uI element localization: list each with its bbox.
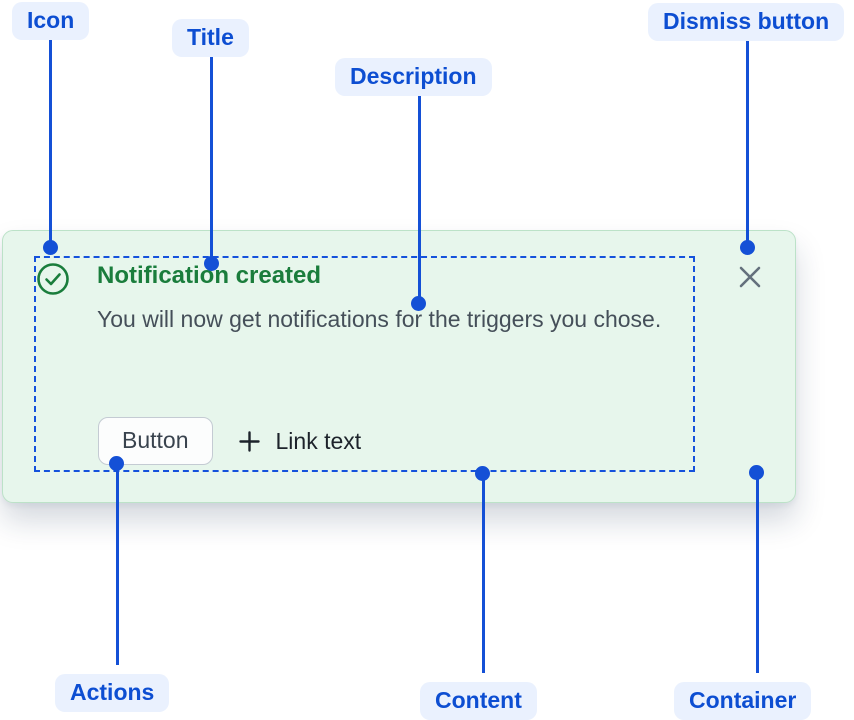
connector-dot-actions	[109, 456, 124, 471]
annotation-label-title: Title	[172, 19, 249, 57]
flag-actions: Button Link text	[98, 417, 361, 465]
connector-dot-content	[475, 466, 490, 481]
annotation-label-dismiss-button: Dismiss button	[648, 3, 845, 41]
connector-line-actions	[116, 463, 119, 665]
flag-content-outline	[34, 256, 695, 472]
connector-line-content	[482, 473, 485, 673]
annotation-label-content: Content	[420, 682, 537, 720]
flag-link-label: Link text	[275, 427, 362, 454]
success-check-icon	[36, 262, 70, 296]
close-icon	[738, 265, 762, 292]
connector-line-title	[210, 56, 213, 263]
flag-dismiss-button[interactable]	[736, 264, 764, 292]
connector-dot-dismiss	[740, 240, 755, 255]
annotation-label-icon: Icon	[12, 2, 90, 40]
connector-line-description	[418, 96, 421, 303]
plus-icon	[237, 429, 262, 454]
annotation-label-container: Container	[674, 682, 812, 720]
connector-dot-container	[749, 465, 764, 480]
flag-action-link[interactable]: Link text	[237, 427, 362, 454]
connector-line-container	[756, 472, 759, 673]
connector-line-dismiss	[746, 41, 749, 247]
connector-dot-icon	[43, 240, 58, 255]
flag-description: You will now get notifications for the t…	[97, 306, 662, 332]
connector-dot-description	[411, 296, 426, 311]
annotation-label-actions: Actions	[55, 674, 170, 712]
flag-container: Notification created You will now get no…	[2, 230, 796, 503]
annotation-label-description: Description	[335, 58, 492, 96]
connector-line-icon	[49, 40, 52, 247]
connector-dot-title	[204, 256, 219, 271]
